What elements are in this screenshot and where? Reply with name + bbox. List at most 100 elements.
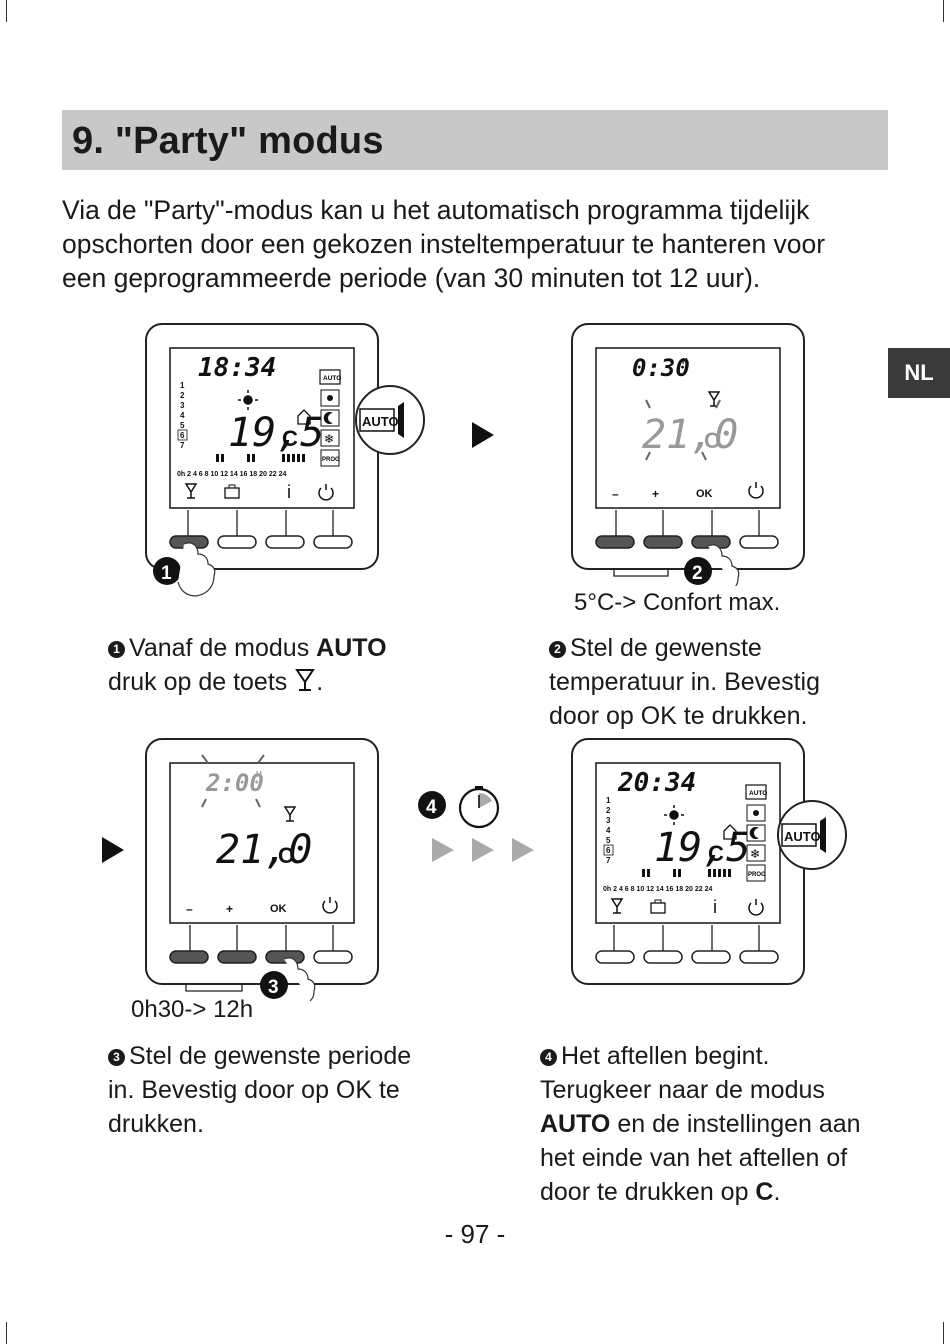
- step-bullet: 1: [108, 641, 125, 658]
- minus-label: –: [186, 902, 193, 916]
- svg-text:PROG: PROG: [748, 872, 766, 878]
- pointing-hand-icon: [177, 542, 216, 597]
- step-4-badge: [418, 791, 446, 819]
- ok-label: OK: [270, 903, 287, 915]
- temperature-range-label: 5°C-> Confort max.: [574, 589, 781, 616]
- power-icon: [748, 899, 764, 916]
- svg-text:H: H: [682, 357, 688, 366]
- intro-line: Via de "Party"-modus kan u het automatis…: [62, 195, 810, 225]
- plus-label: +: [652, 487, 659, 501]
- svg-text:❄: ❄: [324, 432, 334, 446]
- day-label: 1: [180, 381, 185, 390]
- lcd-time: 18:34: [198, 353, 276, 383]
- clock-icon: [458, 786, 500, 829]
- arrow-right-icon: [102, 837, 124, 863]
- lcd-temperature: 19,5: [228, 410, 324, 456]
- day-label: 6: [180, 431, 185, 440]
- step-bullet: 2: [549, 641, 566, 658]
- page-number: - 97 -: [444, 1219, 506, 1249]
- step-number: 3: [268, 977, 279, 998]
- step-number: 2: [692, 563, 703, 584]
- party-glass-icon: [295, 669, 316, 691]
- plus-button[interactable]: [217, 950, 257, 964]
- plus-label: +: [226, 902, 233, 916]
- step-1-badge: [153, 557, 181, 585]
- lcd-time: 20:34: [617, 768, 696, 798]
- mode-icons: AUTO ❄ PROG: [745, 784, 767, 882]
- info-icon: i: [713, 897, 717, 917]
- thermostat-step-3: 2:00 H 21,0 C – + OK 3: [145, 738, 379, 1002]
- lcd-unit: C: [282, 426, 298, 451]
- lcd-temperature: 19,5: [654, 825, 750, 871]
- crop-mark: [6, 1322, 7, 1344]
- power-button[interactable]: [739, 535, 779, 549]
- day-label: 5: [180, 421, 185, 430]
- button-2[interactable]: [217, 535, 257, 549]
- power-button[interactable]: [313, 950, 353, 964]
- house-thermometer-icon: [297, 409, 311, 425]
- button-4[interactable]: [313, 535, 353, 549]
- step-bullet: 3: [108, 1049, 125, 1066]
- lcd-unit: C: [278, 843, 294, 868]
- ok-label: OK: [696, 488, 713, 500]
- pointing-hand-icon: [283, 957, 316, 1002]
- step-bullet: 4: [540, 1049, 557, 1066]
- button-3[interactable]: [691, 950, 731, 964]
- plus-button[interactable]: [643, 535, 683, 549]
- step-number: 4: [426, 797, 437, 818]
- mode-icons: AUTO ❄ PROG: [319, 369, 341, 467]
- day-label: 5: [606, 836, 611, 845]
- period-range-label: 0h30-> 12h: [131, 996, 254, 1023]
- sun-icon: [238, 390, 258, 410]
- day-label: 2: [606, 806, 611, 815]
- crop-mark: [943, 0, 944, 22]
- button-2[interactable]: [643, 950, 683, 964]
- day-label: 2: [180, 391, 185, 400]
- crop-mark: [943, 1322, 944, 1344]
- intro-line: een geprogrammeerde periode (van 30 minu…: [62, 263, 761, 293]
- ok-button[interactable]: [265, 950, 305, 964]
- button-1[interactable]: [595, 950, 635, 964]
- day-label: 3: [180, 401, 185, 410]
- minus-button[interactable]: [169, 950, 209, 964]
- section-title: 9. "Party" modus: [72, 120, 384, 162]
- countdown-indicator: 4: [418, 786, 534, 862]
- section-title-bar: 9. "Party" modus: [62, 110, 888, 170]
- step-2-badge: [684, 557, 712, 585]
- lcd-period: 2:00: [205, 769, 264, 797]
- intro-paragraph: Via de "Party"-modus kan u het automatis…: [62, 193, 892, 295]
- auto-badge: AUTO: [784, 829, 821, 844]
- sun-icon: [664, 805, 684, 825]
- thermostat-step-2: 0:30 H 21,0 C – + OK 2: [571, 323, 805, 586]
- day-label: 4: [180, 411, 185, 420]
- hours-axis: 0h 2 4 6 8 10 12 14 16 18 20 22 24: [603, 886, 712, 893]
- svg-text:H: H: [256, 770, 262, 779]
- lcd-unit: C: [708, 841, 724, 866]
- hours-axis: 0h 2 4 6 8 10 12 14 16 18 20 22 24: [177, 471, 286, 478]
- day-label: 6: [606, 846, 611, 855]
- info-icon: i: [287, 482, 291, 502]
- day-label: 3: [606, 816, 611, 825]
- svg-text:❄: ❄: [750, 847, 760, 861]
- suitcase-icon: [650, 899, 666, 914]
- pointing-hand-icon: [707, 544, 740, 586]
- svg-text:AUTO: AUTO: [749, 790, 767, 797]
- day-label: 7: [606, 856, 611, 865]
- auto-badge: AUTO: [362, 414, 399, 429]
- minus-button[interactable]: [595, 535, 635, 549]
- button-4[interactable]: [739, 950, 779, 964]
- power-icon: [748, 482, 764, 499]
- minus-label: –: [612, 487, 619, 501]
- svg-text:AUTO: AUTO: [323, 375, 341, 382]
- day-label: 4: [606, 826, 611, 835]
- day-label: 1: [606, 796, 611, 805]
- button-3[interactable]: [265, 535, 305, 549]
- party-glass-icon: [184, 483, 198, 499]
- arrow-right-icon: [472, 422, 494, 448]
- thermostat-step-4: 20:34 1 2 3 4 5 6 7 19,5 C AUTO ❄ PROG 0…: [571, 738, 847, 985]
- lcd-unit: C: [704, 428, 720, 453]
- crop-mark: [6, 0, 7, 22]
